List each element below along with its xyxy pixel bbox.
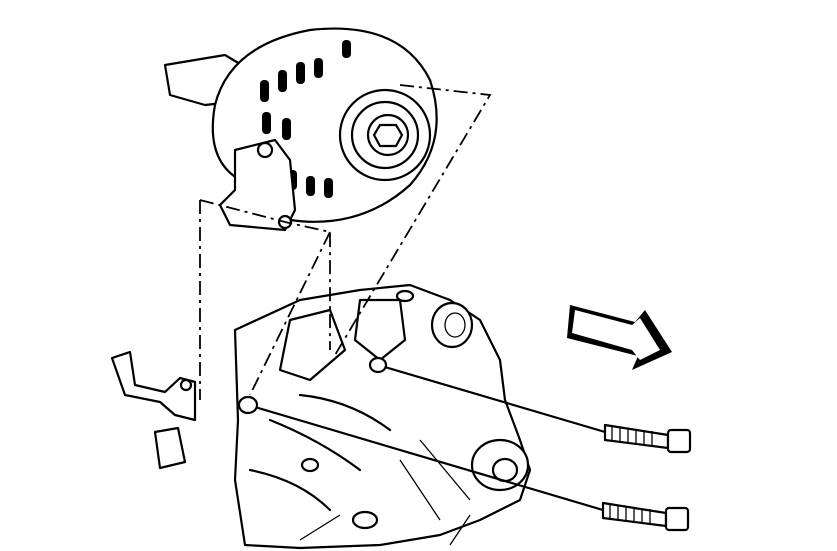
small-bracket <box>110 350 197 470</box>
direction-arrow-icon <box>567 305 672 370</box>
pulley <box>338 88 432 182</box>
alternator <box>163 27 438 232</box>
bolt-lower <box>237 395 690 532</box>
bolt-upper <box>368 356 692 454</box>
alignment-lines <box>199 84 492 400</box>
engine-bracket <box>233 283 532 550</box>
